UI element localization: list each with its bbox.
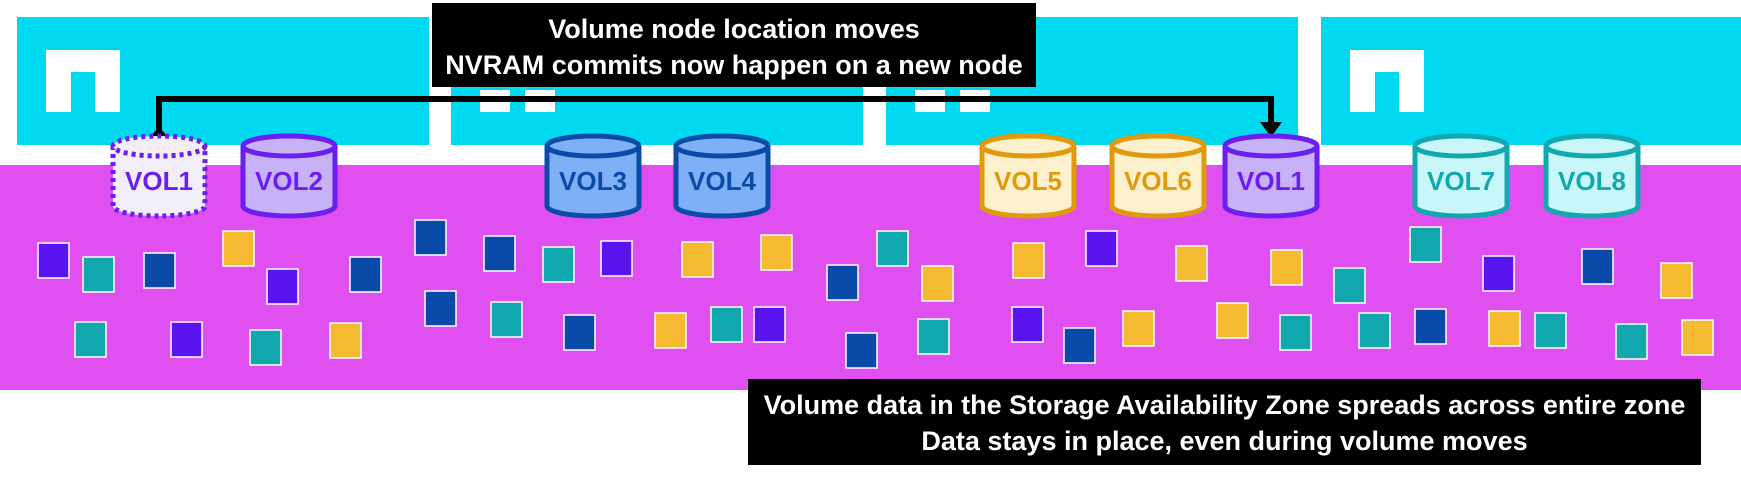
data-block-purple: [1085, 230, 1118, 267]
data-block-gold: [1122, 310, 1155, 347]
volume-vol5-5: VOL5: [979, 133, 1077, 219]
volume-vol6-6: VOL6: [1109, 133, 1207, 219]
data-block-teal: [74, 321, 107, 358]
top-annotation: Volume node location moves NVRAM commits…: [432, 3, 1036, 87]
data-block-teal: [1358, 312, 1391, 349]
volume-vol2-2: VOL2: [240, 133, 338, 219]
data-block-blue: [414, 219, 447, 256]
data-block-purple: [1482, 255, 1515, 292]
data-block-purple: [170, 321, 203, 358]
volume-vol4-4: VOL4: [673, 133, 771, 219]
node-4-band: [1321, 17, 1741, 145]
node-1-logo-icon: [46, 50, 120, 112]
data-block-gold: [1175, 245, 1208, 282]
volume-label: VOL3: [559, 166, 627, 196]
data-block-teal: [249, 329, 282, 366]
data-block-purple: [266, 268, 299, 305]
data-block-teal: [490, 301, 523, 338]
data-block-teal: [1534, 312, 1567, 349]
volume-vol1-7: VOL1: [1222, 133, 1320, 219]
data-block-teal: [1615, 323, 1648, 360]
volume-label: VOL8: [1558, 166, 1626, 196]
volume-label: VOL6: [1124, 166, 1192, 196]
data-block-teal: [542, 246, 575, 283]
volume-label: VOL1: [125, 166, 193, 196]
data-block-gold: [1660, 262, 1693, 299]
data-block-blue: [826, 264, 859, 301]
volume-vol8-9: VOL8: [1543, 133, 1641, 219]
data-block-gold: [921, 265, 954, 302]
data-block-blue: [563, 314, 596, 351]
data-block-teal: [1279, 314, 1312, 351]
data-block-teal: [1409, 226, 1442, 263]
volume-group: VOL1 VOL2 VOL3 VOL4 VOL5 VOL6 VOL1 VOL7 VOL8: [110, 133, 1641, 219]
volume-vol1-1: VOL1: [110, 133, 208, 219]
volume-label: VOL1: [1237, 166, 1305, 196]
data-block-blue: [143, 252, 176, 289]
data-block-teal: [876, 230, 909, 267]
node-4-logo-icon: [1350, 50, 1424, 112]
data-block-teal: [917, 318, 950, 355]
data-block-purple: [1011, 306, 1044, 343]
data-block-purple: [600, 240, 633, 277]
data-block-purple: [753, 306, 786, 343]
volume-label: VOL5: [994, 166, 1062, 196]
data-block-blue: [845, 332, 878, 369]
bottom-annotation-line-2: Data stays in place, even during volume …: [921, 426, 1528, 456]
data-block-gold: [1681, 319, 1714, 356]
volume-label: VOL7: [1427, 166, 1495, 196]
data-block-blue: [1581, 248, 1614, 285]
bottom-annotation-line-1: Volume data in the Storage Availability …: [763, 390, 1686, 420]
data-block-teal: [710, 306, 743, 343]
data-block-teal: [82, 256, 115, 293]
data-block-purple: [37, 242, 70, 279]
data-block-gold: [1270, 249, 1303, 286]
data-block-blue: [424, 290, 457, 327]
data-block-gold: [329, 322, 362, 359]
data-block-blue: [349, 256, 382, 293]
data-blocks: [37, 219, 1714, 369]
data-block-blue: [1063, 327, 1096, 364]
data-block-gold: [760, 234, 793, 271]
bottom-annotation: Volume data in the Storage Availability …: [748, 379, 1701, 465]
node-1-band: [17, 17, 429, 145]
volume-vol3-3: VOL3: [544, 133, 642, 219]
data-block-gold: [1488, 310, 1521, 347]
data-block-blue: [483, 235, 516, 272]
data-block-blue: [1414, 308, 1447, 345]
volume-label: VOL2: [255, 166, 323, 196]
data-block-gold: [1012, 242, 1045, 279]
data-block-gold: [681, 241, 714, 278]
data-block-teal: [1333, 267, 1366, 304]
top-annotation-line-2: NVRAM commits now happen on a new node: [445, 50, 1023, 80]
top-annotation-line-1: Volume node location moves: [548, 14, 920, 44]
volume-label: VOL4: [688, 166, 756, 196]
volume-vol7-8: VOL7: [1412, 133, 1510, 219]
data-block-gold: [654, 312, 687, 349]
data-block-gold: [1216, 302, 1249, 339]
data-block-gold: [222, 230, 255, 267]
